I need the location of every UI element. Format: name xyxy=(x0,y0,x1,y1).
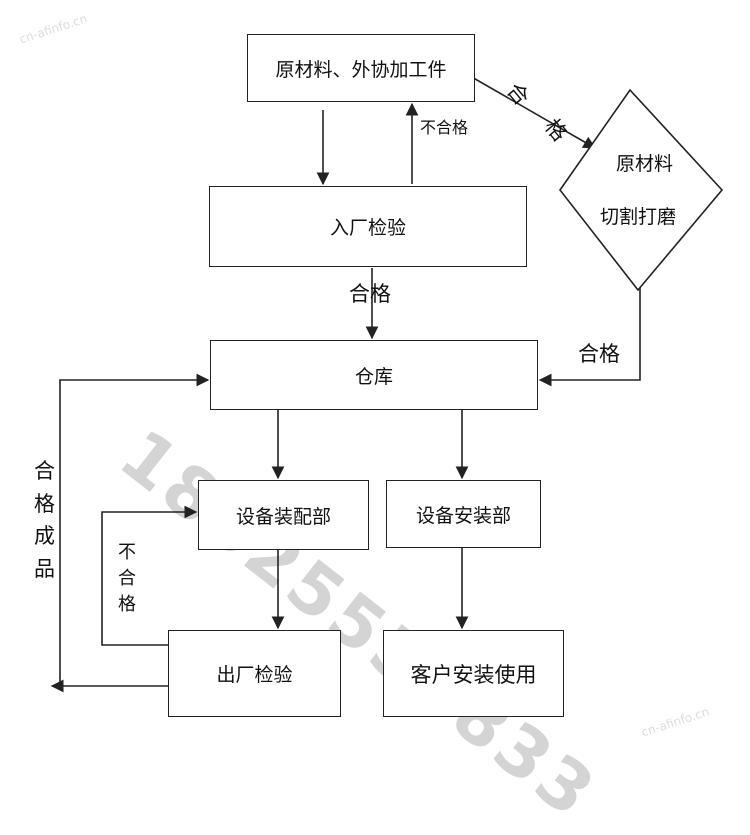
cut-diamond-line2: 切割打磨 xyxy=(600,206,677,228)
label-pass-product-char: 品 xyxy=(34,556,55,581)
label-pass-product: 合 格 成 品 xyxy=(34,455,55,585)
client-use-box: 客户安装使用 xyxy=(383,630,564,717)
install-dept-box: 设备安装部 xyxy=(386,480,541,548)
label-pass-right: 合格 xyxy=(578,342,620,366)
cut-diamond xyxy=(559,88,724,292)
label-fail-top: 不合格 xyxy=(420,118,469,137)
label-pass-mid: 合格 xyxy=(349,282,391,306)
label-fail-left-char: 不 xyxy=(118,542,136,563)
cut-diamond-line1: 原材料 xyxy=(616,153,674,175)
incoming-inspection-box: 入厂检验 xyxy=(209,186,527,267)
arrow-cut-to-warehouse xyxy=(538,285,641,387)
arrow-exit-fail-to-assembly xyxy=(101,505,198,646)
label-pass-product-char: 成 xyxy=(34,524,55,549)
flow-connectors xyxy=(50,75,724,693)
label-pass-product-char: 格 xyxy=(34,491,55,516)
arrow-exit-pass-to-warehouse xyxy=(59,373,210,687)
warehouse-box: 仓库 xyxy=(210,340,538,410)
label-fail-left: 不 合 格 xyxy=(118,538,136,616)
arrow-raw-to-cut xyxy=(469,75,597,149)
assembly-dept-box: 设备装配部 xyxy=(198,480,369,550)
label-fail-left-char: 合 xyxy=(118,568,136,589)
exit-inspection-box: 出厂检验 xyxy=(168,630,341,717)
label-fail-left-char: 格 xyxy=(118,594,136,615)
raw-material-box: 原材料、外协加工件 xyxy=(247,34,475,102)
label-pass-product-char: 合 xyxy=(34,459,55,483)
